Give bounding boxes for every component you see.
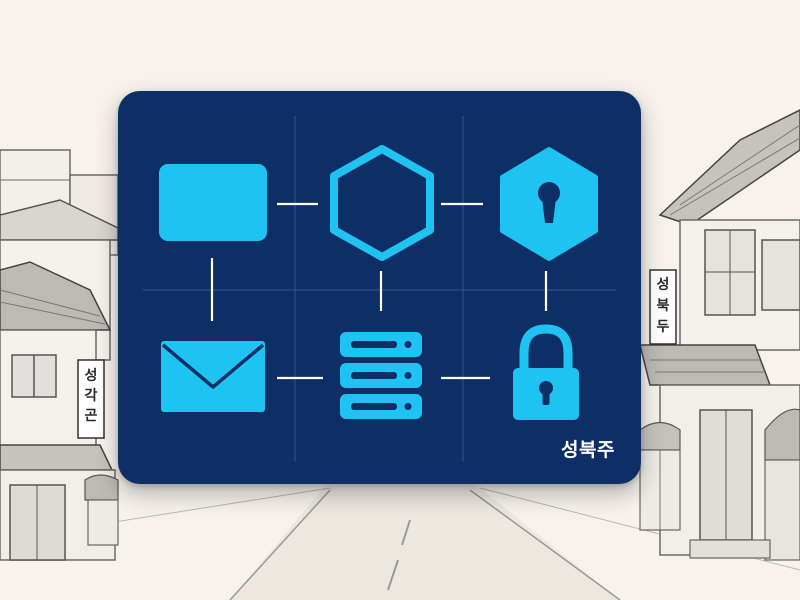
right-sign-char-1: 성	[657, 277, 670, 293]
envelope-icon	[161, 341, 265, 412]
hexagon-icon	[330, 145, 434, 261]
security-diagram-card: 성북주	[118, 91, 641, 484]
padlock-icon	[513, 324, 579, 420]
left-sign-char-3: 곤	[85, 408, 98, 424]
card-graphic	[143, 116, 616, 461]
right-buildings: 성 북 두	[639, 109, 800, 561]
left-sign-char-1: 성	[85, 368, 98, 384]
right-street-sign	[649, 269, 677, 345]
right-sign-char-2: 북	[657, 298, 670, 314]
left-street-sign	[77, 359, 105, 439]
window-icon	[159, 164, 267, 241]
right-sign-char-3: 두	[657, 319, 670, 335]
shield-keyhole-icon	[500, 147, 598, 261]
connector-lines	[210, 202, 548, 380]
card-label: 성북주	[561, 439, 615, 461]
server-stack-icon	[340, 332, 422, 419]
left-buildings: 성 각 곤	[0, 149, 119, 561]
left-sign-char-2: 각	[85, 387, 98, 404]
grid-lines	[143, 116, 616, 461]
